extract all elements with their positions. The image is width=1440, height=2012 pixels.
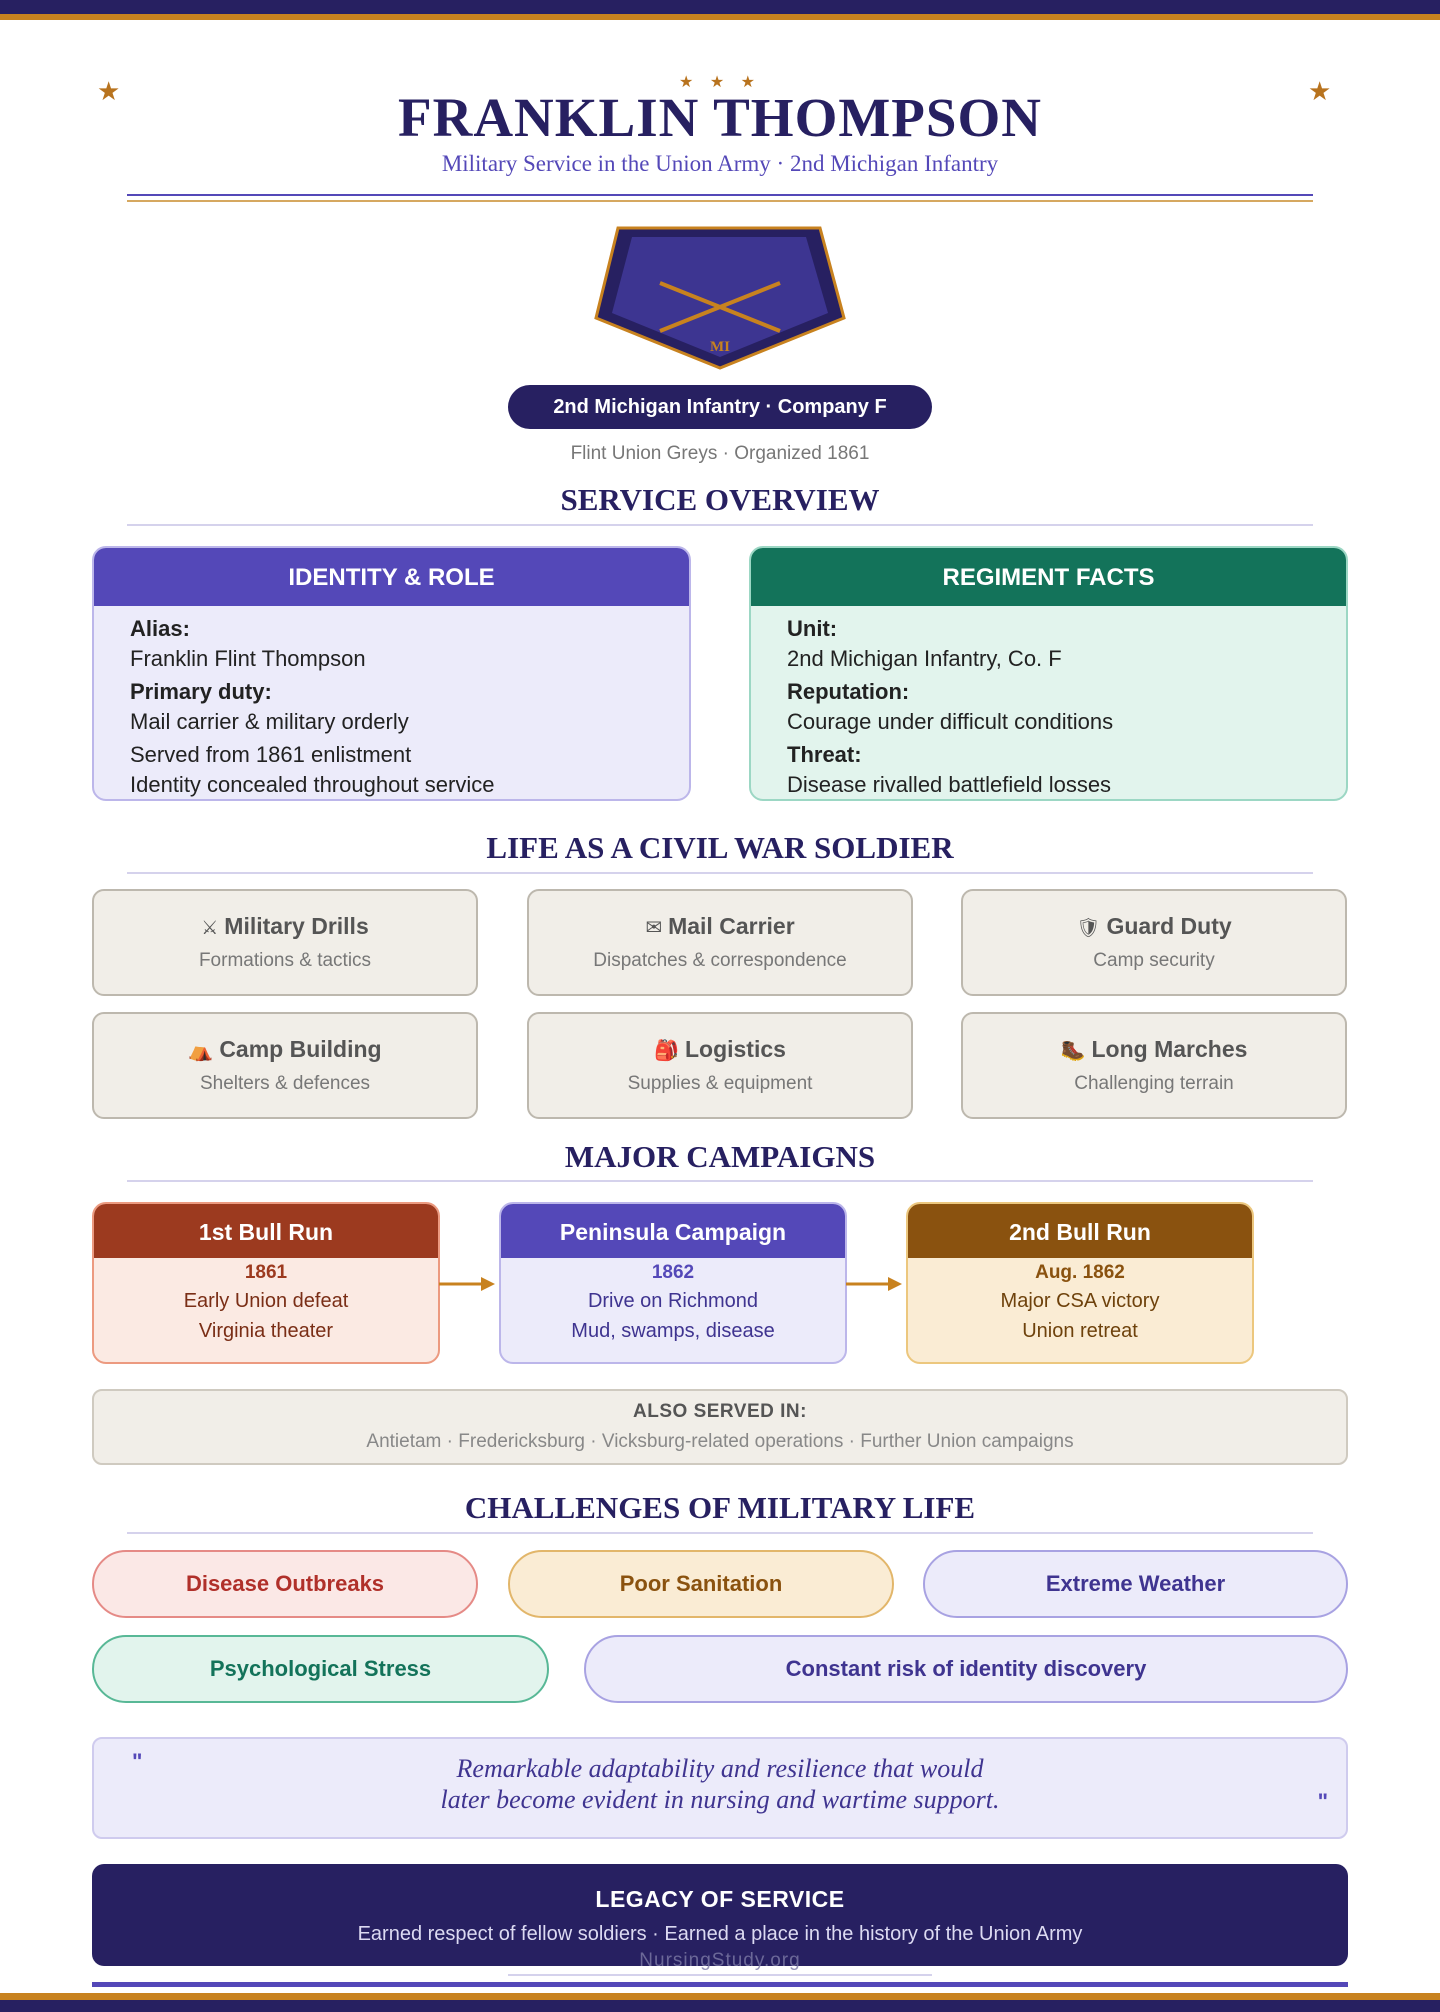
campaign-card-peninsula: Peninsula Campaign 1862 Drive on Richmon… — [499, 1202, 847, 1364]
tile-military-drills: ⚔Military Drills Formations & tactics — [92, 889, 478, 996]
campaign-name: 1st Bull Run — [94, 1204, 438, 1258]
open-quote-icon: " — [132, 1749, 143, 1774]
card-heading: REGIMENT FACTS — [751, 548, 1346, 606]
regiment-badge-icon: MI — [594, 226, 846, 370]
section-title-service-overview: SERVICE OVERVIEW — [560, 482, 880, 517]
alias-value: Franklin Flint Thompson — [130, 646, 366, 671]
divider — [127, 200, 1313, 202]
divider — [127, 524, 1313, 526]
identity-role-card: IDENTITY & ROLE Alias: Franklin Flint Th… — [92, 546, 691, 801]
crossed-swords-icon: ⚔ — [201, 918, 219, 939]
quote-box: " Remarkable adaptability and resilience… — [92, 1737, 1348, 1839]
tile-subtitle: Formations & tactics — [198, 950, 372, 971]
unit-subtitle: Flint Union Greys · Organized 1861 — [570, 443, 870, 464]
challenge-poor-sanitation: Poor Sanitation — [508, 1550, 894, 1618]
primary-duty-label: Primary duty: — [130, 679, 272, 704]
challenge-psychological-stress: Psychological Stress — [92, 1635, 549, 1703]
badge-initials: MI — [710, 339, 730, 355]
arrow-right-icon — [439, 1277, 495, 1291]
tile-guard-duty: 🛡Guard Duty Camp security — [961, 889, 1347, 996]
tile-subtitle: Challenging terrain — [1074, 1073, 1234, 1094]
section-title-campaigns: MAJOR CAMPAIGNS — [564, 1139, 876, 1174]
unit-badge: 2nd Michigan Infantry · Company F — [508, 385, 932, 429]
shield-icon: 🛡 — [1076, 918, 1101, 939]
tile-title: Long Marches — [1091, 1036, 1248, 1062]
tile-subtitle: Dispatches & correspondence — [593, 950, 847, 971]
campaign-card-2nd-bull-run: 2nd Bull Run Aug. 1862 Major CSA victory… — [906, 1202, 1254, 1364]
tile-mail-carrier: ✉Mail Carrier Dispatches & correspondenc… — [527, 889, 913, 996]
reputation-value: Courage under difficult conditions — [787, 709, 1114, 734]
divider — [508, 1974, 932, 1976]
reputation-label: Reputation: — [787, 679, 910, 704]
tile-title: Military Drills — [224, 913, 369, 939]
threat-value: Disease rivalled battlefield losses — [787, 772, 1112, 797]
campaign-year: 1861 — [244, 1262, 288, 1283]
bottom-gold-band — [0, 1993, 1440, 2000]
campaign-name: Peninsula Campaign — [501, 1204, 845, 1258]
also-served-text: Antietam · Fredericksburg · Vicksburg-re… — [366, 1431, 1074, 1452]
campaign-year: Aug. 1862 — [1035, 1262, 1125, 1283]
divider — [127, 1532, 1313, 1534]
tile-subtitle: Camp security — [1093, 950, 1215, 971]
boot-icon: 🥾 — [1060, 1040, 1086, 1062]
threat-label: Threat: — [787, 742, 862, 767]
also-served-title: ALSO SERVED IN: — [633, 1401, 807, 1422]
top-navy-band — [0, 0, 1440, 14]
bottom-navy-band — [0, 2000, 1440, 2012]
campaign-detail: Drive on Richmond — [587, 1290, 759, 1312]
campaign-detail: Union retreat — [1022, 1320, 1138, 1342]
legacy-title: LEGACY OF SERVICE — [595, 1886, 845, 1912]
service-start-text: Served from 1861 enlistment — [130, 742, 412, 767]
challenge-extreme-weather: Extreme Weather — [923, 1550, 1348, 1618]
also-served-box: ALSO SERVED IN: Antietam · Fredericksbur… — [92, 1389, 1348, 1465]
quote-line: Remarkable adaptability and resilience t… — [456, 1754, 984, 1783]
unit-value: 2nd Michigan Infantry, Co. F — [787, 646, 1062, 671]
tile-camp-building: ⛺Camp Building Shelters & defences — [92, 1012, 478, 1119]
backpack-icon: 🎒 — [654, 1040, 679, 1062]
primary-duty-value: Mail carrier & military orderly — [130, 709, 409, 734]
identity-note-text: Identity concealed throughout service — [130, 772, 495, 797]
tile-long-marches: 🥾Long Marches Challenging terrain — [961, 1012, 1347, 1119]
challenge-disease-outbreaks: Disease Outbreaks — [92, 1550, 478, 1618]
campaign-detail: Early Union defeat — [183, 1290, 349, 1312]
section-title-challenges: CHALLENGES OF MILITARY LIFE — [464, 1490, 976, 1525]
divider — [127, 194, 1313, 196]
challenge-identity-discovery: Constant risk of identity discovery — [584, 1635, 1348, 1703]
card-heading: IDENTITY & ROLE — [94, 548, 689, 606]
campaign-detail: Major CSA victory — [1000, 1290, 1160, 1312]
tile-title: Camp Building — [219, 1036, 382, 1062]
campaign-detail: Virginia theater — [198, 1320, 334, 1342]
quote-line: later become evident in nursing and wart… — [440, 1785, 1000, 1814]
section-title-life: LIFE AS A CIVIL WAR SOLDIER — [486, 830, 954, 865]
star-icon: ★ — [1308, 76, 1332, 106]
star-icons-row: ★ ★ ★ — [679, 74, 761, 91]
watermark: NursingStudy.org — [639, 1950, 801, 1971]
campaign-card-1st-bull-run: 1st Bull Run 1861 Early Union defeat Vir… — [92, 1202, 440, 1364]
legacy-banner: LEGACY OF SERVICE Earned respect of fell… — [92, 1864, 1348, 1966]
legacy-text: Earned respect of fellow soldiers · Earn… — [357, 1923, 1083, 1945]
unit-label: Unit: — [787, 616, 838, 641]
campaign-year: 1862 — [651, 1262, 695, 1283]
tent-icon: ⛺ — [188, 1040, 214, 1062]
divider — [127, 1180, 1313, 1182]
footer-accent-bar — [92, 1982, 1348, 1987]
alias-label: Alias: — [130, 616, 190, 641]
campaign-detail: Mud, swamps, disease — [571, 1320, 775, 1342]
tile-title: Logistics — [684, 1036, 786, 1062]
page-subtitle: Military Service in the Union Army · 2nd… — [441, 151, 999, 176]
top-gold-band — [0, 14, 1440, 20]
regiment-facts-card: REGIMENT FACTS Unit: 2nd Michigan Infant… — [749, 546, 1348, 801]
tile-subtitle: Shelters & defences — [199, 1073, 371, 1094]
arrow-right-icon — [846, 1277, 902, 1291]
envelope-icon: ✉ — [645, 917, 663, 939]
divider — [127, 872, 1313, 874]
close-quote-icon: " — [1317, 1789, 1328, 1814]
tile-subtitle: Supplies & equipment — [627, 1073, 813, 1094]
tile-title: Mail Carrier — [668, 913, 795, 939]
star-icon: ★ — [97, 76, 121, 106]
page-title: FRANKLIN THOMPSON — [398, 87, 1042, 148]
tile-logistics: 🎒Logistics Supplies & equipment — [527, 1012, 913, 1119]
campaign-name: 2nd Bull Run — [908, 1204, 1252, 1258]
tile-title: Guard Duty — [1106, 913, 1232, 939]
